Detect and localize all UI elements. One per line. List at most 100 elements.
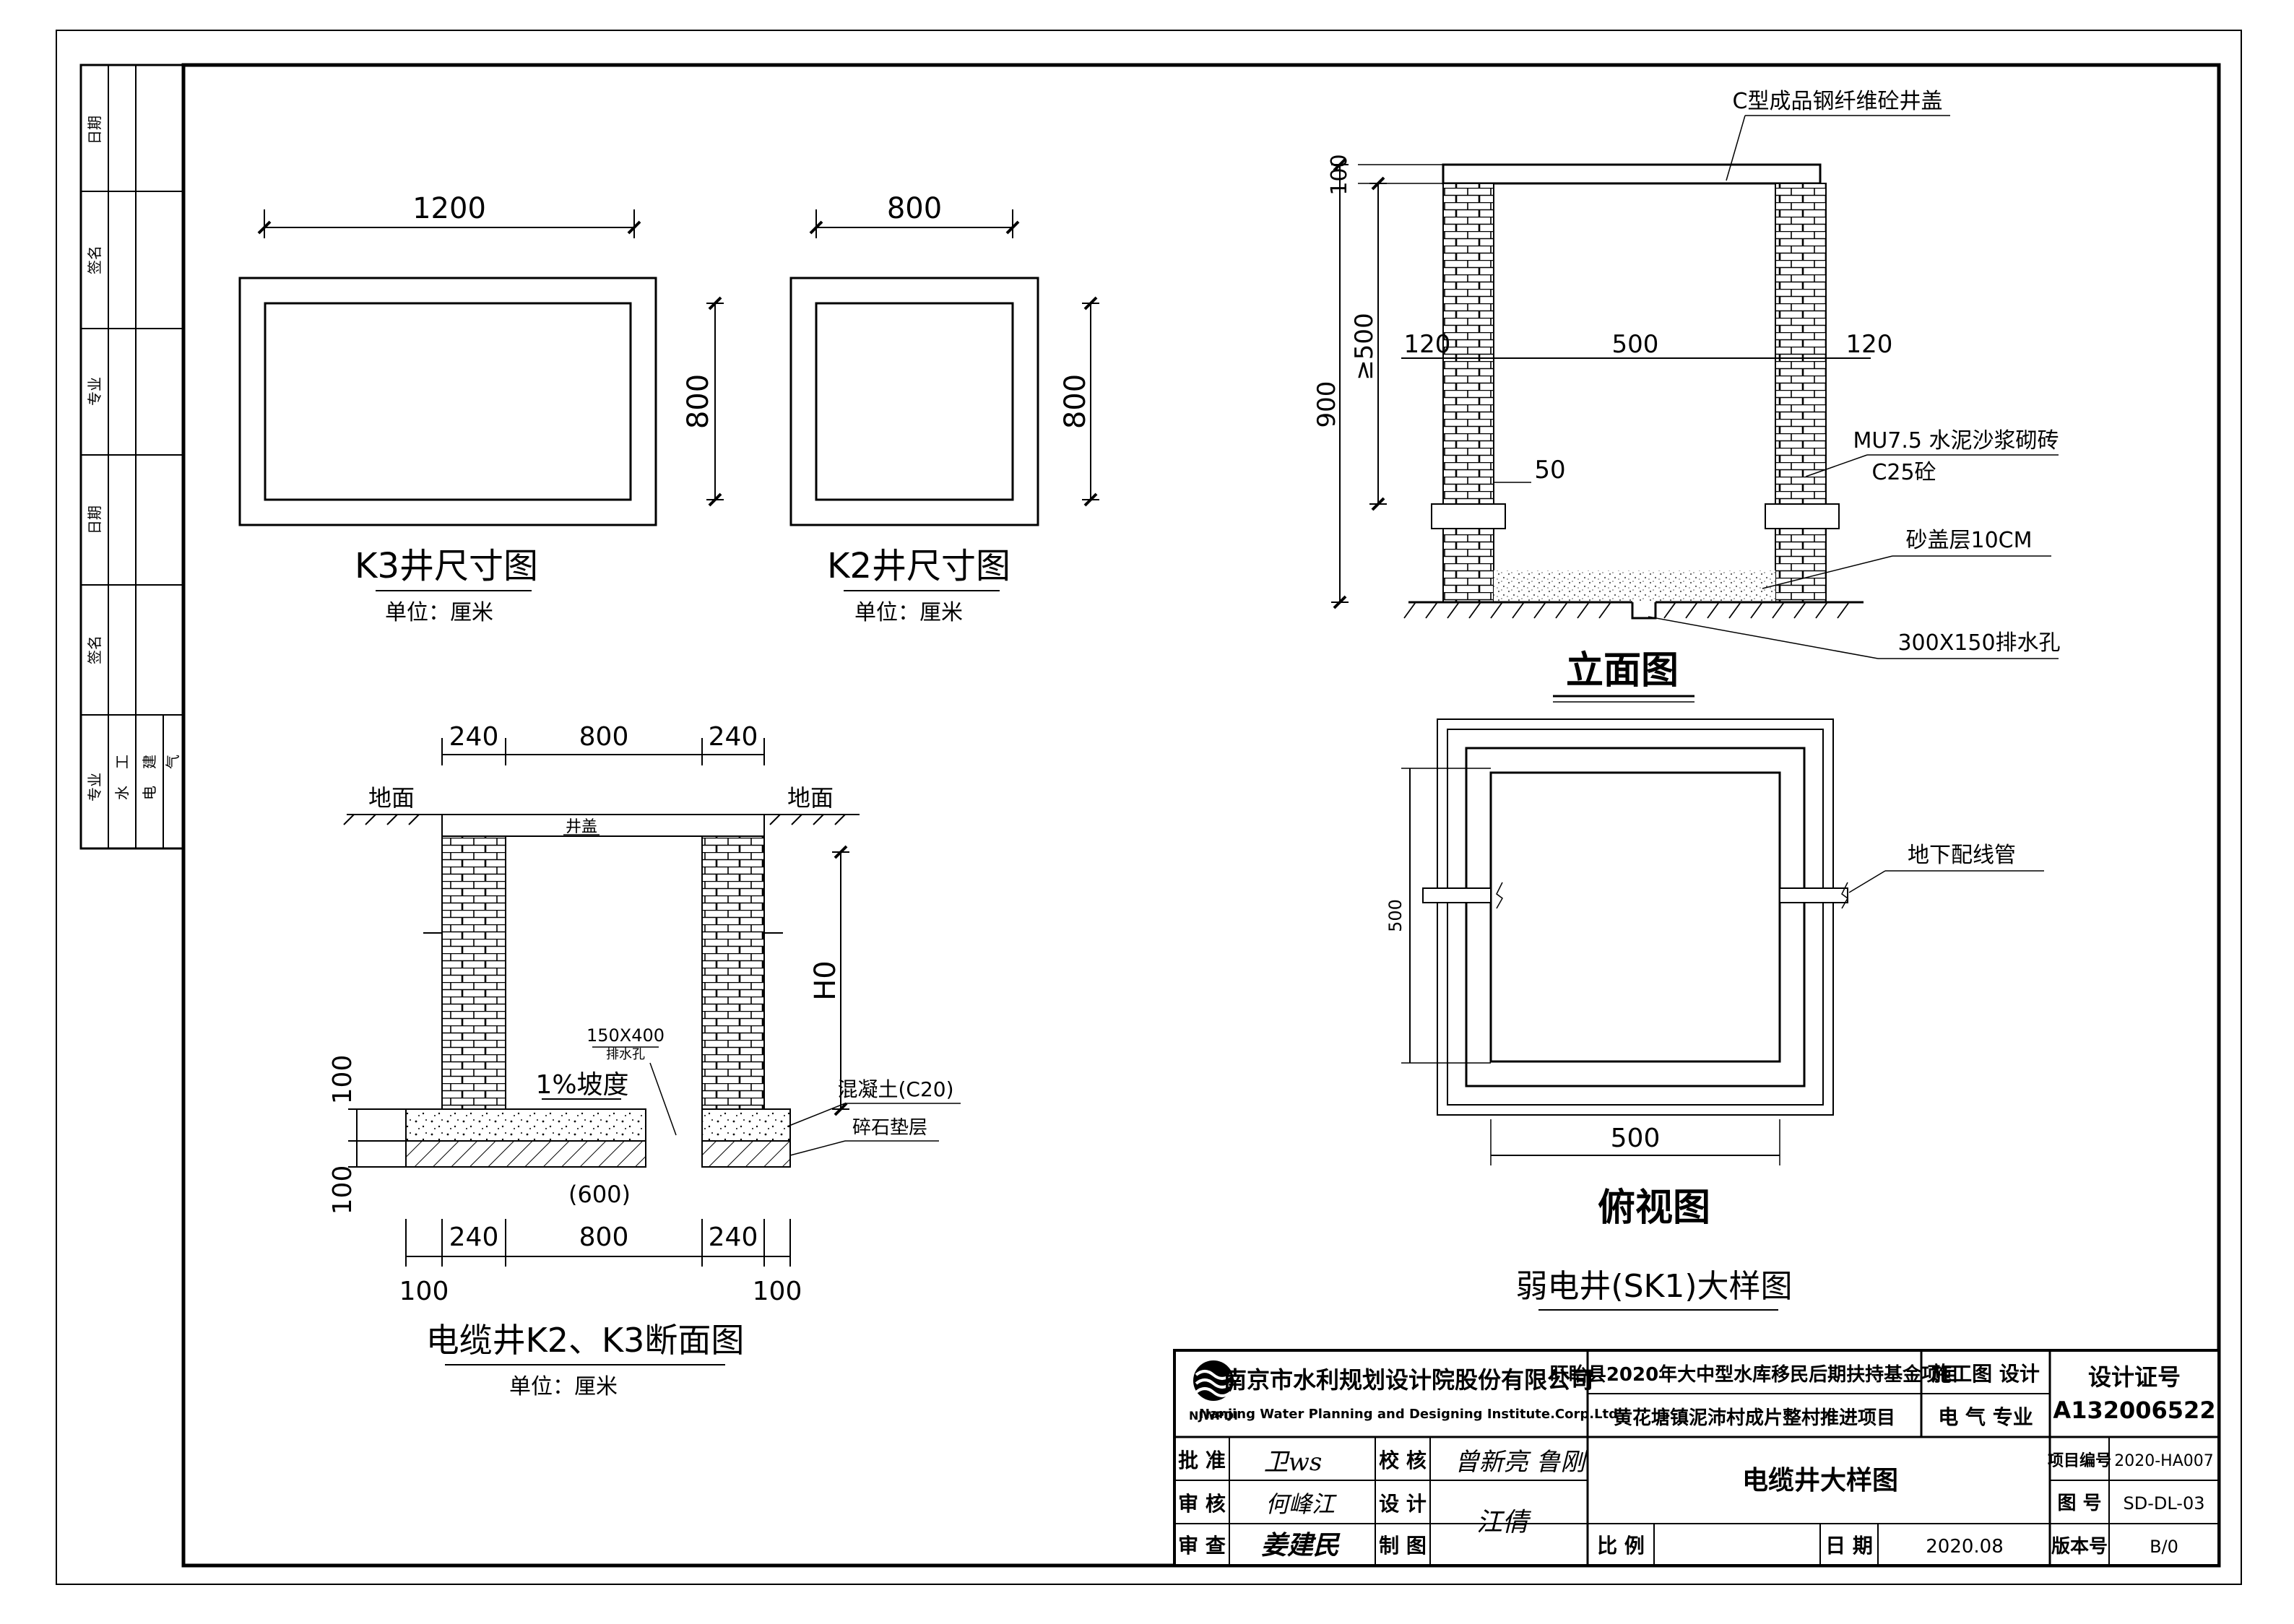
title-block: NJWPDI 南京市水利规划设计院股份有限公司 Nanjing Water Pl…: [1173, 1349, 2220, 1567]
section-center-dim: (600): [568, 1181, 631, 1208]
company-name-cn: 南京市水利规划设计院股份有限公司: [1224, 1366, 1593, 1394]
sk1-title: 弱电井(SK1)大样图: [1515, 1268, 1792, 1305]
elevation-title: 立面图: [1566, 649, 1679, 692]
project-name-1: 盱眙县2020年大中型水库移民后期扶持基金项目: [1550, 1363, 1959, 1386]
drawing-no-label: 图 号: [2057, 1493, 2101, 1514]
elevation-brick-label: MU7.5 水泥沙浆砌砖: [1853, 428, 2059, 453]
sidebar-discipline-water: 水: [113, 786, 131, 800]
label-draft: 制 图: [1379, 1534, 1427, 1558]
section-h0-label: H0: [809, 960, 842, 1001]
revision-label: 版本号: [2051, 1536, 2108, 1558]
section-cover-label: 井盖: [566, 818, 597, 836]
elevation-dim-100: 100: [1327, 154, 1352, 195]
project-no-value: 2020-HA007: [2114, 1452, 2214, 1470]
signature-design: 江倩: [1476, 1508, 1532, 1537]
section-left-dim-bottom: 100: [328, 1165, 358, 1215]
section-slope-label: 1%坡度: [535, 1070, 628, 1100]
project-name-2: 黄花塘镇泥沛村成片整村推进项目: [1614, 1407, 1895, 1429]
elevation-dim-500-mid: 500: [1612, 330, 1659, 359]
sidebar-discipline-electric: 电: [141, 786, 158, 800]
elevation-dim-500: ≥500: [1350, 313, 1379, 380]
k2-title: K2井尺寸图: [827, 546, 1010, 586]
drawing-no-value: SD-DL-03: [2123, 1493, 2204, 1514]
label-check: 审 查: [1178, 1534, 1226, 1558]
k3-unit: 单位：厘米: [385, 600, 493, 625]
plan-bottom-dim: 500: [1611, 1124, 1661, 1153]
signature-check: 姜建民: [1261, 1530, 1341, 1560]
drawing-title: 电缆井大样图: [1742, 1466, 1898, 1495]
section-ground-right: 地面: [787, 784, 834, 812]
label-design: 设 计: [1379, 1492, 1427, 1516]
k2-k3-section-drawing: 240 800 240 地面 地面 井盖 H0 150X400 排水孔: [328, 722, 961, 1399]
k3-title: K3井尺寸图: [355, 546, 538, 586]
section-ground-left: 地面: [368, 784, 415, 812]
section-left-dim-top: 100: [328, 1055, 358, 1105]
date-label: 日 期: [1825, 1534, 1873, 1558]
elevation-sand-label: 砂盖层10CM: [1905, 528, 2032, 553]
section-edge-dim-left: 100: [399, 1277, 449, 1306]
sidebar-label-date-1: 日期: [86, 116, 103, 144]
discipline-name: 电 气 专业: [1938, 1405, 2033, 1429]
section-concrete-label: 混凝土(C20): [837, 1077, 953, 1101]
sidebar-label-sign-1: 签名: [86, 246, 103, 274]
design-stage: 施工图 设计: [1931, 1362, 2040, 1386]
elevation-dim-900: 900: [1312, 381, 1341, 428]
sidebar-discipline-header: 专业: [86, 773, 103, 802]
k2-size-drawing: 800 800 K2井尺寸图 单位：厘米: [789, 192, 1099, 625]
section-bottom-dim-left: 240: [449, 1223, 499, 1252]
section-bottom-dim-mid: 800: [579, 1223, 629, 1252]
section-edge-dim-right: 100: [753, 1277, 802, 1306]
cert-label: 设计证号: [2088, 1363, 2181, 1391]
k2-width-dim: 800: [887, 192, 942, 225]
section-title: 电缆井K2、K3断面图: [426, 1321, 745, 1360]
label-approve: 批 准: [1178, 1449, 1226, 1472]
sidebar-discipline-building: 建: [141, 755, 158, 769]
section-gravel-label: 碎石垫层: [852, 1117, 927, 1139]
elevation-cover-label: C型成品钢纤维砼井盖: [1733, 89, 1943, 114]
section-drain-size: 150X400: [587, 1025, 665, 1046]
plan-side-dim: 500: [1385, 899, 1406, 932]
sidebar-label-sign-2: 签名: [86, 635, 103, 664]
label-review: 审 核: [1178, 1492, 1226, 1516]
label-proofread: 校 核: [1379, 1449, 1427, 1472]
signature-approve: 卫ws: [1264, 1448, 1323, 1477]
scale-label: 比 例: [1597, 1534, 1645, 1558]
k3-width-dim: 1200: [412, 192, 486, 225]
k2-unit: 单位：厘米: [854, 600, 963, 625]
signature-review: 何峰江: [1265, 1490, 1337, 1518]
elevation-dim-50: 50: [1534, 456, 1565, 485]
sidebar-label-discipline: 专业: [86, 377, 103, 406]
sidebar-label-date-2: 日期: [86, 505, 103, 534]
plan-title: 俯视图: [1598, 1186, 1710, 1230]
section-bottom-dim-right: 240: [709, 1223, 758, 1252]
revision-value: B/0: [2150, 1537, 2178, 1557]
date-value: 2020.08: [1926, 1536, 2004, 1558]
sidebar-discipline-works: 工: [113, 755, 131, 769]
section-top-dim-mid: 800: [579, 722, 629, 752]
sidebar-discipline-gas: 气: [164, 755, 181, 769]
section-unit: 单位：厘米: [509, 1374, 618, 1399]
elevation-concrete-label: C25砼: [1871, 460, 1936, 485]
company-name-en: Nanjing Water Planning and Designing Ins…: [1199, 1407, 1618, 1422]
k3-size-drawing: 1200 800 K3井尺寸图 单位：厘米: [238, 192, 724, 625]
cert-number: A132006522: [2053, 1397, 2215, 1424]
company-logo-text: NJWPDI: [1189, 1409, 1238, 1423]
section-top-dim-right: 240: [709, 722, 758, 752]
elevation-dim-120-right: 120: [1846, 330, 1893, 359]
k2-height-dim: 800: [1059, 374, 1092, 429]
plan-view-drawing: 地下配线管 500 500 俯视图: [1385, 718, 2044, 1230]
section-drain-label: 排水孔: [606, 1047, 645, 1062]
plan-pipe-label: 地下配线管: [1908, 843, 2016, 868]
elevation-drain-label: 300X150排水孔: [1897, 630, 2060, 656]
k3-height-dim: 800: [682, 374, 715, 429]
company-logo-icon: [1193, 1360, 1234, 1401]
elevation-drawing: 900 ≥500 100 120 500 120 50 C型成品钢纤维砼井盖 M…: [1312, 89, 2061, 703]
elevation-dim-120-left: 120: [1404, 330, 1451, 359]
project-no-label: 项目编号: [2048, 1451, 2111, 1470]
signature-proofread: 曾新亮 鲁刚: [1455, 1448, 1589, 1477]
section-top-dim-left: 240: [449, 722, 499, 752]
sidebar-table: 日期 签名 专业 日期 签名 专业 水 工 建 电 气: [79, 64, 185, 850]
outer-frame: [56, 30, 2242, 1585]
